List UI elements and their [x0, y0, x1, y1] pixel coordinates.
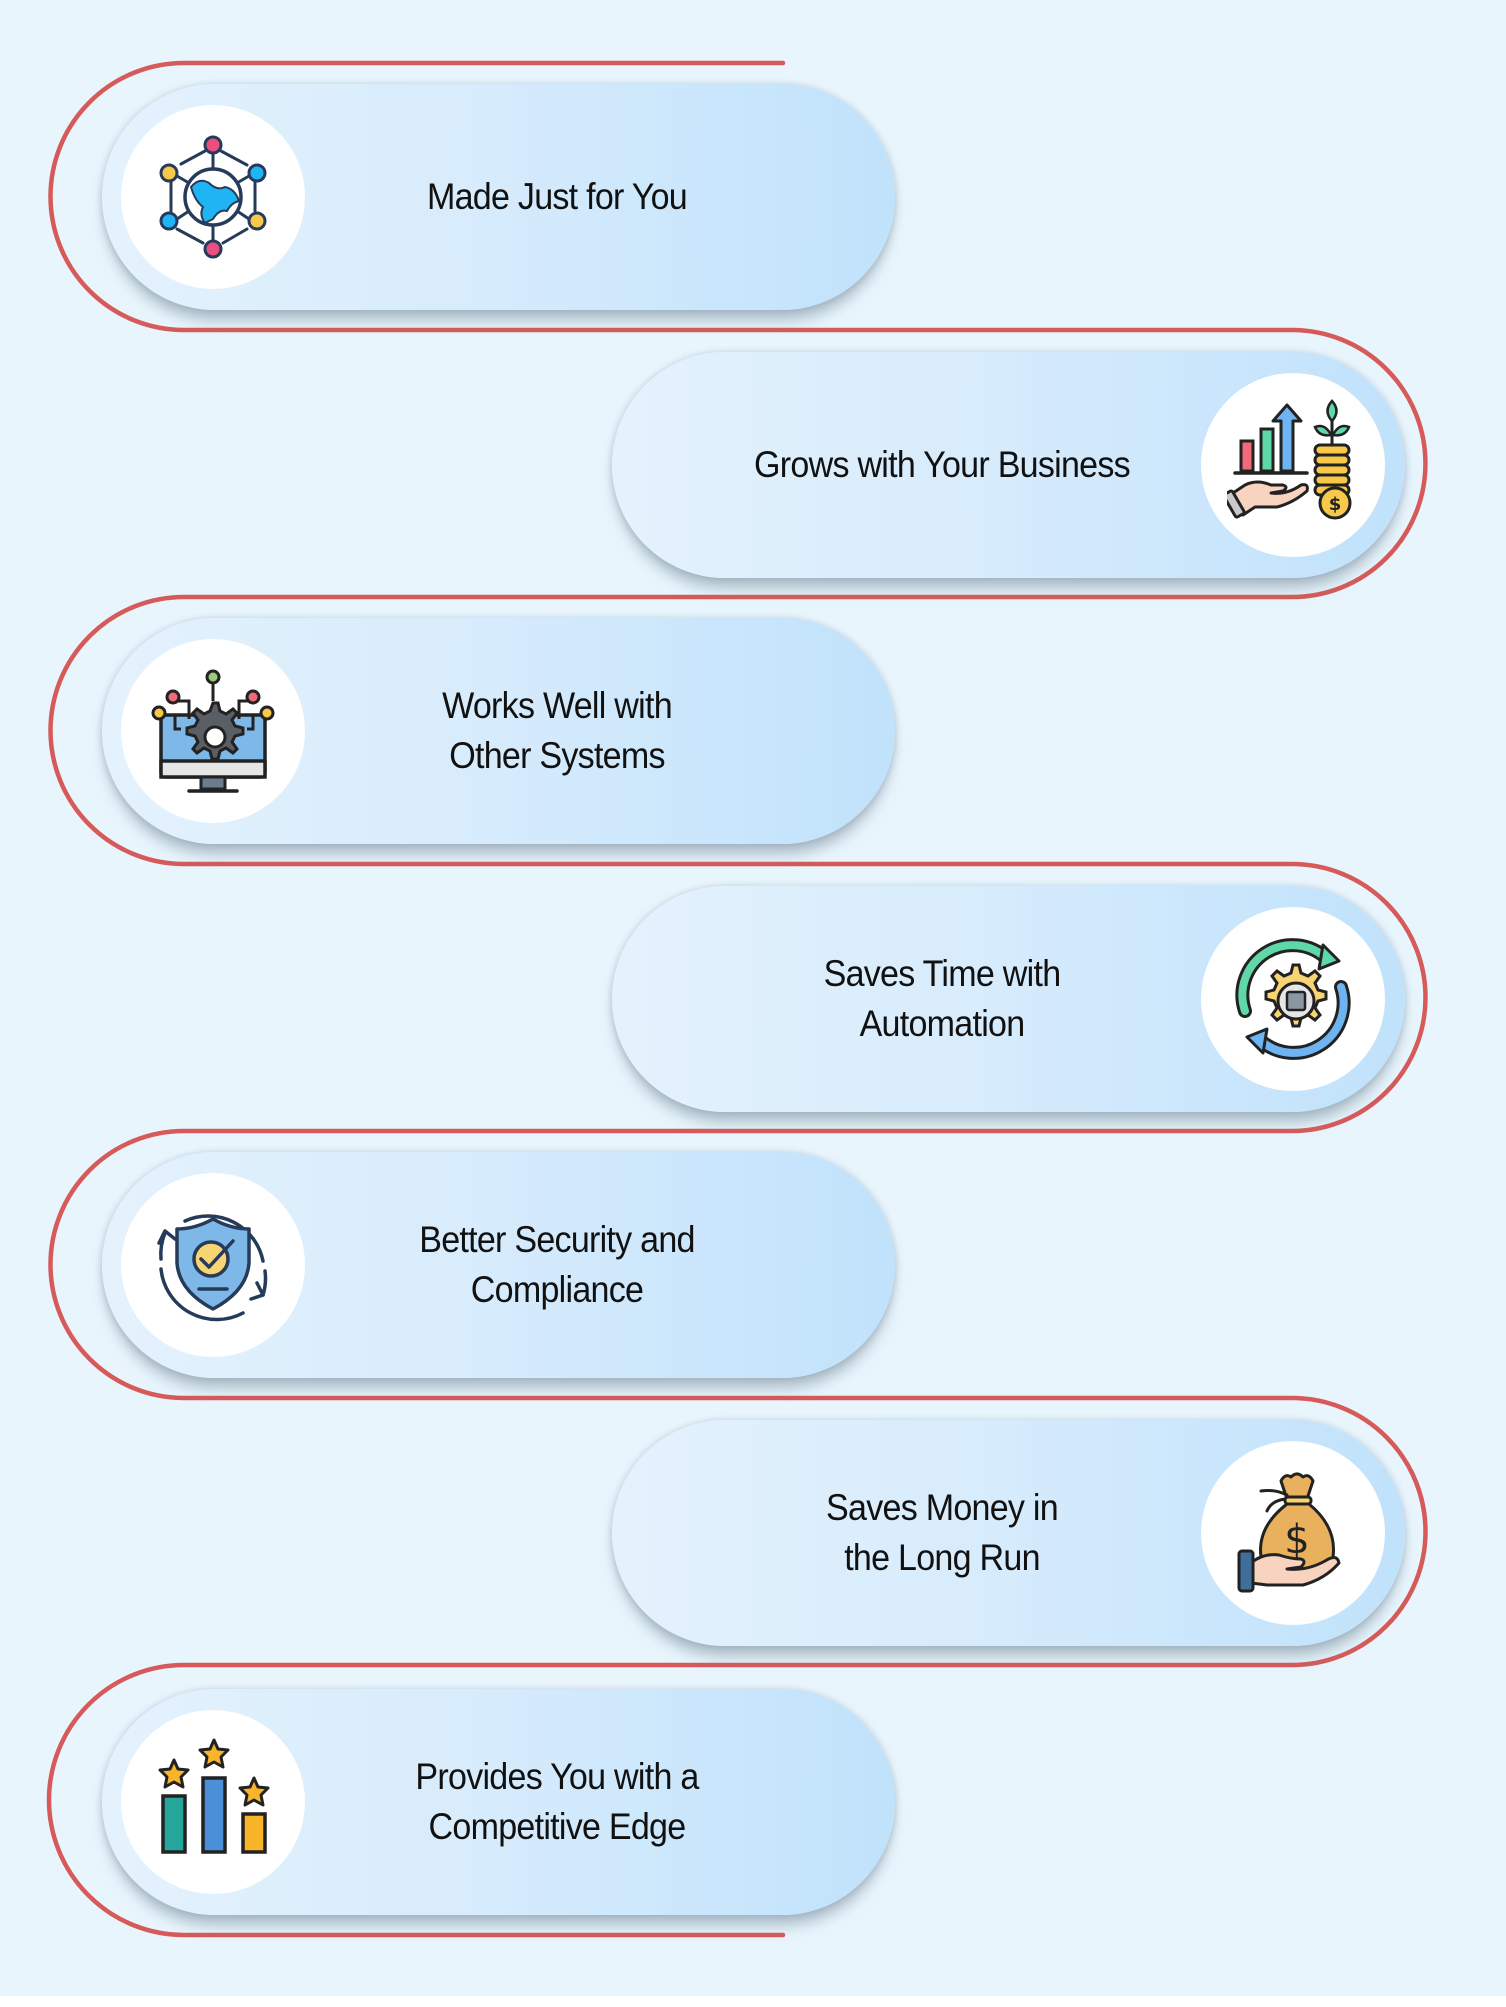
security-shield-icon [157, 1214, 268, 1322]
feature-label: Made Just for You [336, 84, 778, 310]
feature-pill-competitive-edge: Provides You with a Competitive Edge [102, 1689, 895, 1915]
global-network-icon [159, 135, 267, 259]
feature-pill-integration: Works Well with Other Systems [102, 618, 895, 844]
svg-text:$: $ [1329, 494, 1342, 515]
feature-label-line: Compliance [470, 1269, 644, 1310]
money-bag-icon: $ [1237, 1472, 1341, 1593]
icon-circle [121, 1710, 305, 1894]
feature-label: Grows with Your Business [694, 352, 1191, 578]
feature-label: Works Well with Other Systems [336, 618, 778, 844]
system-integration-icon [151, 669, 275, 793]
feature-label-line: Other Systems [449, 735, 665, 776]
feature-label: Saves Time with Automation [694, 886, 1191, 1112]
icon-circle [121, 639, 305, 823]
feature-label: Saves Money in the Long Run [694, 1420, 1191, 1646]
feature-label-line: Provides You with a [415, 1756, 699, 1797]
feature-pill-grows-with-business: Grows with Your Business $ [612, 352, 1405, 578]
automation-gear-icon [1235, 938, 1351, 1060]
feature-label-line: Saves Money in [826, 1487, 1059, 1528]
icon-circle [121, 1173, 305, 1357]
feature-label-line: the Long Run [844, 1537, 1040, 1578]
feature-label-line: Competitive Edge [428, 1806, 687, 1847]
feature-label-line: Better Security and [419, 1219, 695, 1260]
feature-label-line: Works Well with [442, 685, 673, 726]
competitive-edge-icon [158, 1738, 270, 1854]
feature-label-line: Grows with Your Business [754, 444, 1131, 485]
feature-label-line: Made Just for You [426, 176, 688, 217]
icon-circle: $ [1201, 373, 1385, 557]
feature-label-line: Automation [859, 1003, 1026, 1044]
feature-pill-saves-money: Saves Money in the Long Run $ [612, 1420, 1405, 1646]
icon-circle [121, 105, 305, 289]
bottom-strip [0, 1996, 1506, 2007]
feature-label-line: Saves Time with [823, 953, 1062, 994]
svg-text:$: $ [1284, 1517, 1309, 1563]
feature-label: Better Security and Compliance [336, 1152, 778, 1378]
icon-circle: $ [1201, 1441, 1385, 1625]
feature-pill-security: Better Security and Compliance [102, 1152, 895, 1378]
feature-pill-made-for-you: Made Just for You [102, 84, 895, 310]
feature-label: Provides You with a Competitive Edge [336, 1689, 778, 1915]
growth-chart-icon: $ [1227, 399, 1352, 520]
icon-circle [1201, 907, 1385, 1091]
feature-pill-automation: Saves Time with Automation [612, 886, 1405, 1112]
